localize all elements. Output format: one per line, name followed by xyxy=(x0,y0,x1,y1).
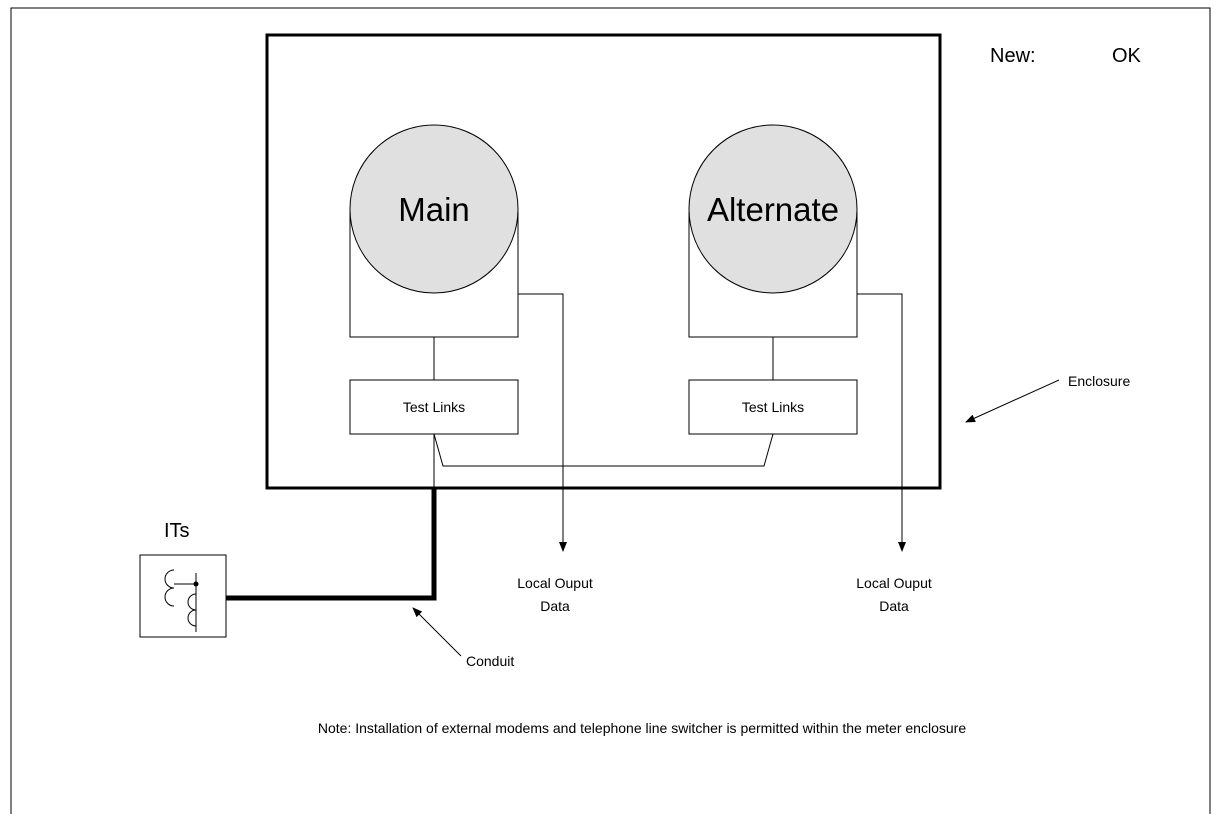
main-output-line2: Data xyxy=(540,598,570,614)
enclosure-label: Enclosure xyxy=(1068,373,1130,389)
alternate-output-line1: Local Ouput xyxy=(856,575,932,591)
main-meter-dial xyxy=(349,124,519,294)
main-meter: Main xyxy=(349,124,519,338)
its-box xyxy=(139,554,227,638)
alternate-meter-label: Alternate xyxy=(707,191,839,228)
status-value: OK xyxy=(1112,45,1142,67)
transformer-symbol-icon xyxy=(164,569,199,632)
alternate-test-links-label: Test Links xyxy=(742,399,804,415)
conduit-line xyxy=(226,488,437,601)
status-label: New: xyxy=(990,45,1036,67)
alternate-output-line2: Data xyxy=(879,598,909,614)
alternate-meter: Alternate xyxy=(688,124,858,338)
main-output-line1: Local Ouput xyxy=(517,575,593,591)
alternate-output-arrow xyxy=(857,293,906,552)
page-border xyxy=(10,7,1211,814)
footnote: Note: Installation of external modems an… xyxy=(318,720,966,736)
main-test-links-label: Test Links xyxy=(403,399,465,415)
alternate-meter-dial xyxy=(688,124,858,294)
its-label: ITs xyxy=(164,520,190,542)
test-links-interconnect xyxy=(433,433,774,467)
main-output-arrow xyxy=(518,293,567,552)
enclosure-box xyxy=(265,33,942,490)
conduit-callout-arrow xyxy=(412,607,462,657)
main-meter-label: Main xyxy=(398,191,470,228)
enclosure-callout-arrow xyxy=(965,379,1060,423)
conduit-label: Conduit xyxy=(466,653,514,669)
